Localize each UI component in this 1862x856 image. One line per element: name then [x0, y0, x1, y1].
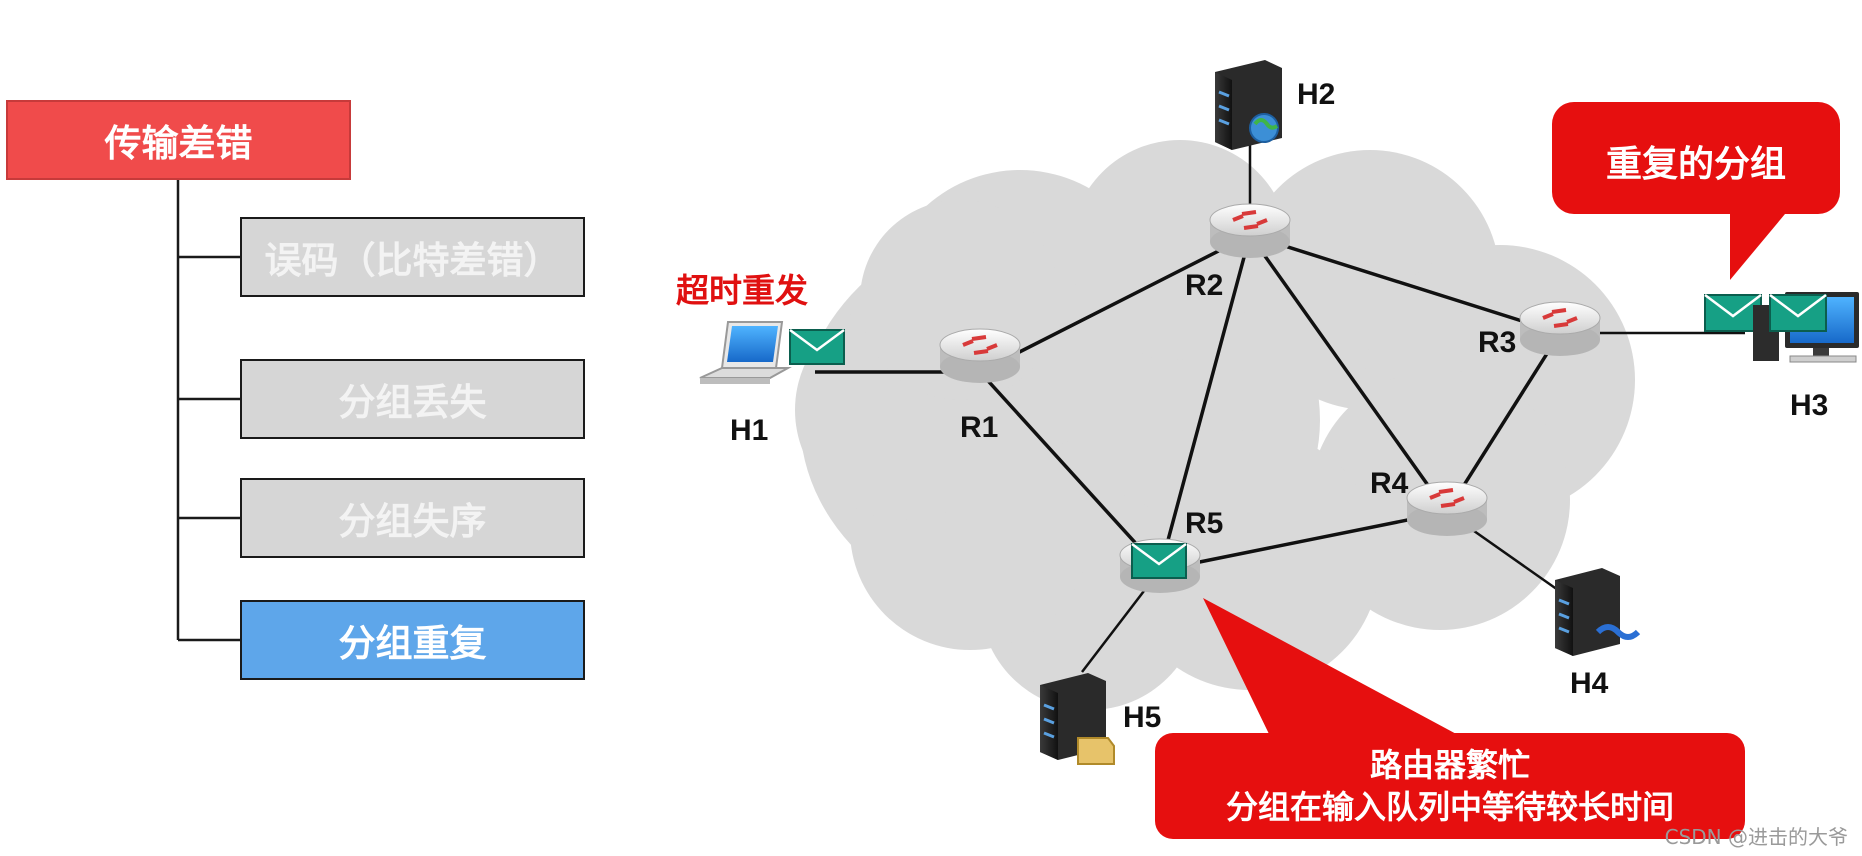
watermark: CSDN @进击的大爷 [1664, 825, 1848, 849]
router-r2-icon [1209, 203, 1291, 258]
router-label-r5: R5 [1185, 507, 1223, 540]
router-label-r2: R2 [1185, 269, 1223, 302]
server-icon-h4 [1555, 568, 1641, 656]
router-r4-icon [1406, 481, 1488, 536]
server-icon-h2 [1215, 60, 1282, 150]
host-label-h5: H5 [1123, 701, 1161, 734]
router-label-r4: R4 [1370, 467, 1409, 500]
tree-item-label: 分组重复 [338, 622, 487, 665]
router-label-r1: R1 [960, 411, 998, 444]
host-label-h3: H3 [1790, 389, 1828, 422]
network-cloud [795, 140, 1635, 710]
router-busy-line2: 分组在输入队列中等待较长时间 [1225, 788, 1674, 826]
desktop-icon-h3 [1753, 292, 1859, 363]
router-busy-text: 路由器繁忙 分组在输入队列中等待较长时间 [1155, 744, 1745, 828]
laptop-icon-h1 [699, 321, 792, 384]
host-label-h1: H1 [730, 414, 768, 447]
router-r3-icon [1519, 301, 1601, 356]
tree-item-duplicate: 分组重复 [240, 600, 585, 680]
router-r1-icon [939, 328, 1021, 383]
tree-item-label: 分组失序 [338, 500, 487, 543]
callout-duplicate [1552, 102, 1840, 280]
host-label-h2: H2 [1297, 78, 1335, 111]
envelope-icon-h3-first [1704, 294, 1762, 332]
duplicate-packet-text: 重复的分组 [1605, 144, 1786, 185]
tree-root-label: 传输差错 [104, 122, 253, 165]
envelope-icon-r5 [1131, 542, 1187, 579]
tree-root-box: 传输差错 [6, 100, 351, 180]
tree-item-out-of-order: 分组失序 [240, 478, 585, 558]
host-label-h4: H4 [1570, 667, 1609, 700]
server-icon-h5 [1040, 673, 1115, 765]
tree-item-label: 分组丢失 [338, 381, 487, 424]
tree-item-label: 误码（比特差错） [264, 239, 561, 282]
timeout-resend-label: 超时重发 [676, 271, 808, 310]
router-label-r3: R3 [1478, 326, 1516, 359]
callout-router-busy [1155, 598, 1745, 839]
tree-item-packet-loss: 分组丢失 [240, 359, 585, 439]
envelope-icon-h1 [789, 328, 845, 365]
tree-item-bit-error: 误码（比特差错） [240, 217, 585, 297]
router-busy-line1: 路由器繁忙 [1369, 746, 1530, 784]
